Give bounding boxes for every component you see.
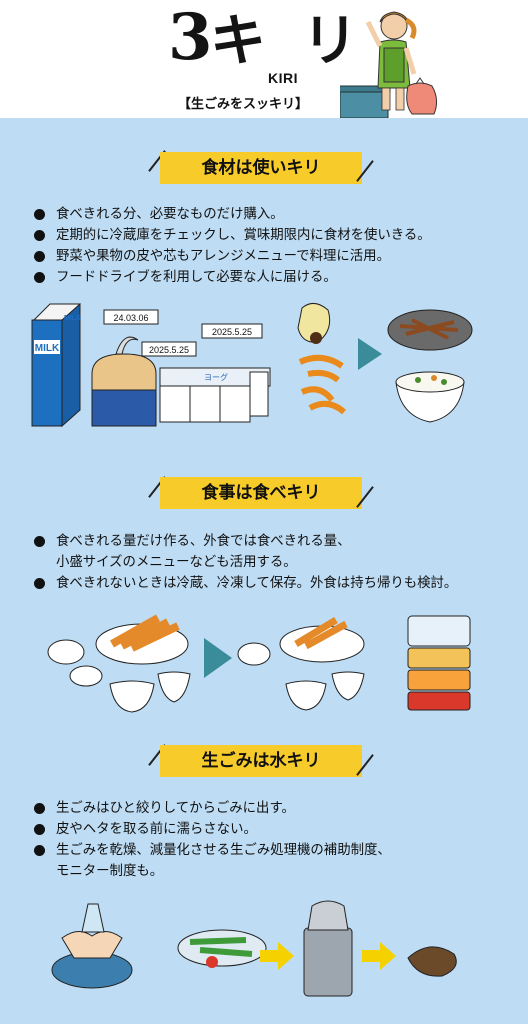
header-subtitle: 【生ごみをスッキリ】 bbox=[178, 97, 309, 112]
list-item-line-2: 小盛サイズのメニューなども活用する。 bbox=[56, 555, 297, 570]
yogurt-label: ヨーグ bbox=[204, 372, 228, 382]
date-tag-3: 2025.5.25 bbox=[212, 327, 252, 337]
list-item: 食べきれないときは冷蔵、冷凍して保存。外食は持ち帰りも検討。 bbox=[34, 573, 457, 594]
arrow-right-icon bbox=[204, 638, 232, 678]
section-title-ingredients: 食材は使いキリ bbox=[160, 152, 362, 184]
list-item-line-2: モニター制度も。 bbox=[56, 864, 164, 879]
full-meal-illustration bbox=[47, 614, 191, 713]
logo-ri: リ bbox=[302, 9, 358, 74]
list-item: 生ごみはひと絞りしてからごみに出す。 bbox=[34, 798, 391, 819]
milk-label-small: MILK bbox=[64, 315, 81, 322]
list-item: 食べきれる量だけ作る、外食では食べきれる量、 小盛サイズのメニューなども活用する… bbox=[34, 531, 457, 573]
list-item: フードドライブを利用して必要な人に届ける。 bbox=[34, 267, 431, 288]
milk-label: MILK bbox=[35, 343, 60, 354]
list-item: 定期的に冷蔵庫をチェックし、賞味期限内に食材を使いきる。 bbox=[34, 225, 431, 246]
header: 3 キ KIRI リ 【生ごみをスッキリ】 bbox=[0, 0, 528, 118]
section-title-meals: 食事は食べキリ bbox=[160, 477, 362, 509]
woman-with-trash-illustration bbox=[340, 11, 438, 118]
section-title-drain: 生ごみは水キリ bbox=[160, 745, 362, 777]
peel-recipe-illustration bbox=[297, 303, 473, 423]
bullet-list-drain: 生ごみはひと絞りしてからごみに出す。 皮やヘタを取る前に濡らさない。 生ごみを乾… bbox=[34, 798, 391, 882]
small-meal-illustration bbox=[237, 616, 365, 711]
list-item: 野菜や果物の皮や芯もアレンジメニューで料理に活用。 bbox=[34, 246, 431, 267]
logo-ki: キ bbox=[210, 9, 266, 74]
date-tag-1: 24.03.06 bbox=[113, 313, 148, 323]
logo-kiri-latin: KIRI bbox=[268, 70, 298, 86]
storage-containers-illustration bbox=[407, 615, 471, 711]
date-tag-2: 2025.5.25 bbox=[149, 345, 189, 355]
list-item: 生ごみを乾燥、減量化させる生ごみ処理機の補助制度、 モニター制度も。 bbox=[34, 840, 391, 882]
list-item: 食べきれる分、必要なものだけ購入。 bbox=[34, 204, 431, 225]
bullet-list-ingredients: 食べきれる分、必要なものだけ購入。 定期的に冷蔵庫をチェックし、賞味期限内に食材… bbox=[34, 204, 431, 288]
list-item-line-1: 食べきれる量だけ作る、外食では食べきれる量、 bbox=[56, 534, 351, 549]
drain-process-illustration bbox=[51, 900, 457, 997]
list-item-line-1: 生ごみを乾燥、減量化させる生ごみ処理機の補助制度、 bbox=[56, 843, 391, 858]
logo-number: 3 bbox=[168, 0, 213, 75]
bullet-list-meals: 食べきれる量だけ作る、外食では食べきれる量、 小盛サイズのメニューなども活用する… bbox=[34, 531, 457, 594]
groceries-illustration: MILK MILK 24.03.06 2025.5.25 2025.5.25 ヨ… bbox=[31, 302, 271, 428]
list-item: 皮やヘタを取る前に濡らさない。 bbox=[34, 819, 391, 840]
